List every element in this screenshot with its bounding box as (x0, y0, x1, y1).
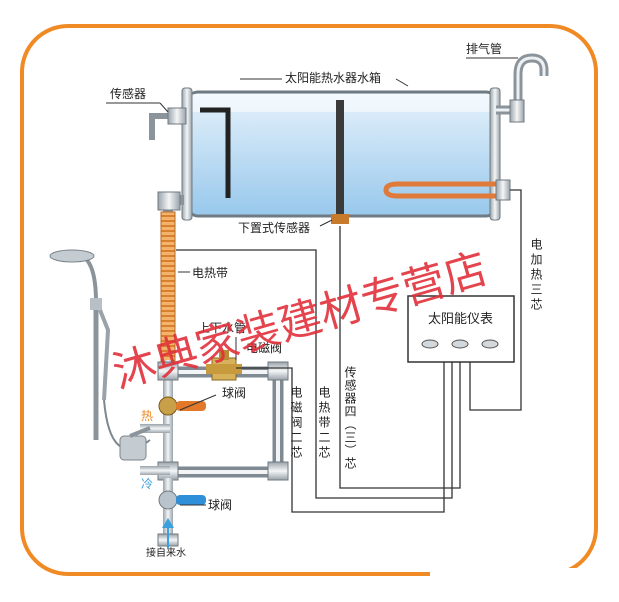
vertical-labels: 电磁阀二芯 电热带二芯 传感器四（三）芯 电加热三芯 (289, 238, 543, 470)
label-up-down-pipe: 上下水管 (198, 320, 246, 335)
ball-valve-hot (158, 396, 206, 416)
ball-valve-cold (158, 490, 206, 510)
label-controller: 太阳能仪表 (428, 312, 493, 327)
label-cold: 冷 (141, 477, 153, 491)
shower-set (49, 249, 151, 461)
label-hot: 热 (141, 409, 153, 423)
label-wire-sensor: 传感器四（三）芯 (343, 365, 357, 470)
sensor-probe (149, 107, 187, 140)
label-ball-valve-top: 球阀 (222, 386, 246, 400)
label-tank: 太阳能热水器水箱 (285, 70, 381, 85)
label-solenoid-valve: 电磁阀 (246, 340, 282, 355)
label-heat-tape: 电热带 (192, 266, 228, 280)
label-wire-solenoid: 电磁阀二芯 (289, 386, 303, 461)
label-wire-electric-heat: 电加热三芯 (529, 238, 543, 313)
plumbing (140, 350, 289, 548)
heat-tape-pipe (157, 191, 184, 363)
label-wire-heat-tape: 电热带二芯 (317, 386, 331, 461)
vent-pipe (496, 53, 549, 123)
electric-heater-element (383, 181, 500, 199)
center-heating-rod (336, 100, 344, 216)
label-vent-pipe: 排气管 (466, 41, 502, 56)
label-ball-valve-bottom: 球阀 (208, 498, 232, 512)
label-sensor: 传感器 (110, 86, 146, 101)
wiring (176, 189, 522, 513)
label-bottom-sensor: 下置式传感器 (238, 220, 310, 235)
solar-controller (407, 295, 515, 363)
water-tank (181, 87, 511, 224)
frame-border (20, 24, 598, 576)
water-inlet-arrow (162, 518, 174, 548)
label-water-inlet: 接自来水 (146, 546, 186, 559)
solenoid-valve (206, 350, 242, 381)
leader-lines (106, 57, 518, 506)
labels: 太阳能热水器水箱 排气管 传感器 下置式传感器 电热带 上下水管 电磁阀 球阀 … (110, 41, 502, 559)
